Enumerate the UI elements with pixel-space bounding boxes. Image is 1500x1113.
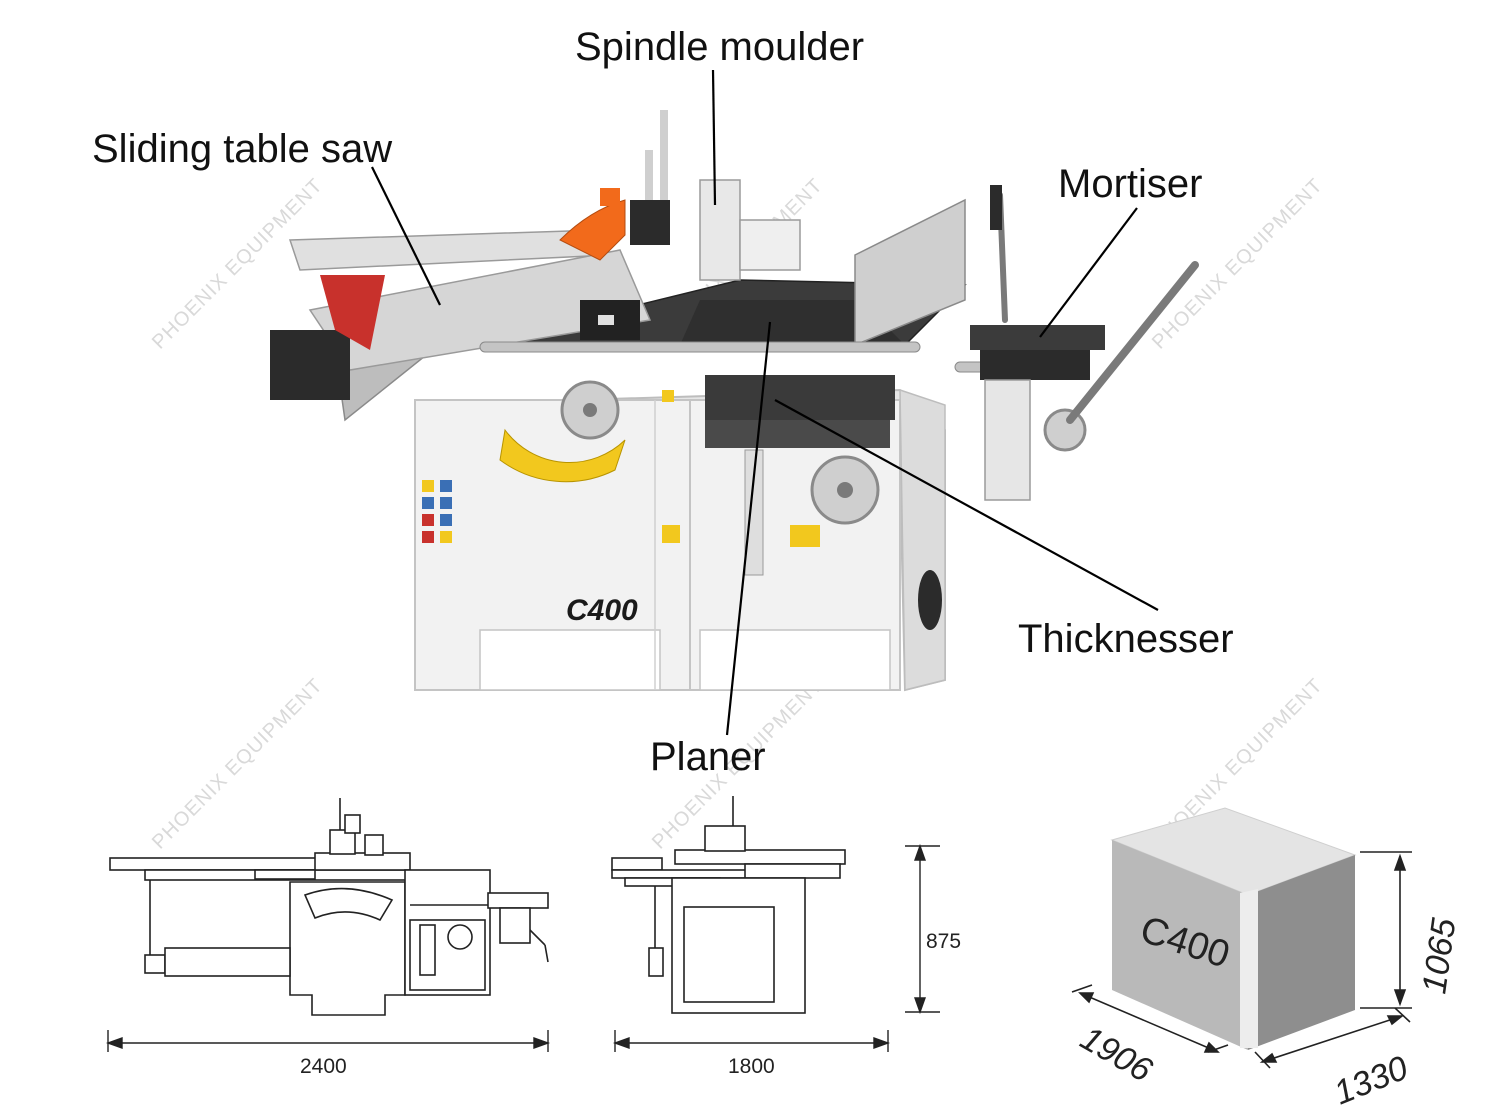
package-depth-value: 1330: [1329, 1049, 1413, 1113]
label-spindle-moulder: Spindle moulder: [575, 25, 864, 69]
label-planer: Planer: [650, 735, 766, 779]
callout-labels: Spindle moulder Sliding table saw Mortis…: [92, 25, 1234, 779]
package-dimensions: [1071, 851, 1412, 1069]
front-view-drawing: [611, 796, 846, 1014]
watermark: PHOENIX EQUIPMENT: [148, 674, 327, 853]
machine-model-text: C400: [566, 594, 638, 627]
side-width-value: 2400: [300, 1055, 347, 1078]
package-box: [1110, 807, 1357, 1050]
side-width-dimension: [105, 1030, 551, 1052]
height-value: 875: [926, 930, 961, 953]
leader-thicknesser: [774, 399, 1159, 611]
machine-illustration: C400: [270, 110, 1199, 692]
package-height-value: 1065: [1415, 916, 1463, 996]
leader-sliding-table-saw: [371, 166, 441, 306]
height-dimension: [905, 843, 940, 1015]
leader-mortiser: [1039, 207, 1138, 338]
package-length-value: 1906: [1074, 1019, 1159, 1090]
label-sliding-table-saw: Sliding table saw: [92, 127, 392, 171]
label-mortiser: Mortiser: [1058, 162, 1202, 206]
front-width-dimension: [612, 1030, 891, 1052]
leader-spindle-moulder: [711, 69, 717, 206]
leader-planer: [725, 321, 772, 736]
safety-stickers: [422, 390, 820, 547]
callout-lines: [371, 69, 1159, 736]
label-thicknesser: Thicknesser: [1018, 617, 1234, 661]
front-width-value: 1800: [728, 1055, 775, 1078]
side-view-drawing: [109, 798, 549, 1016]
